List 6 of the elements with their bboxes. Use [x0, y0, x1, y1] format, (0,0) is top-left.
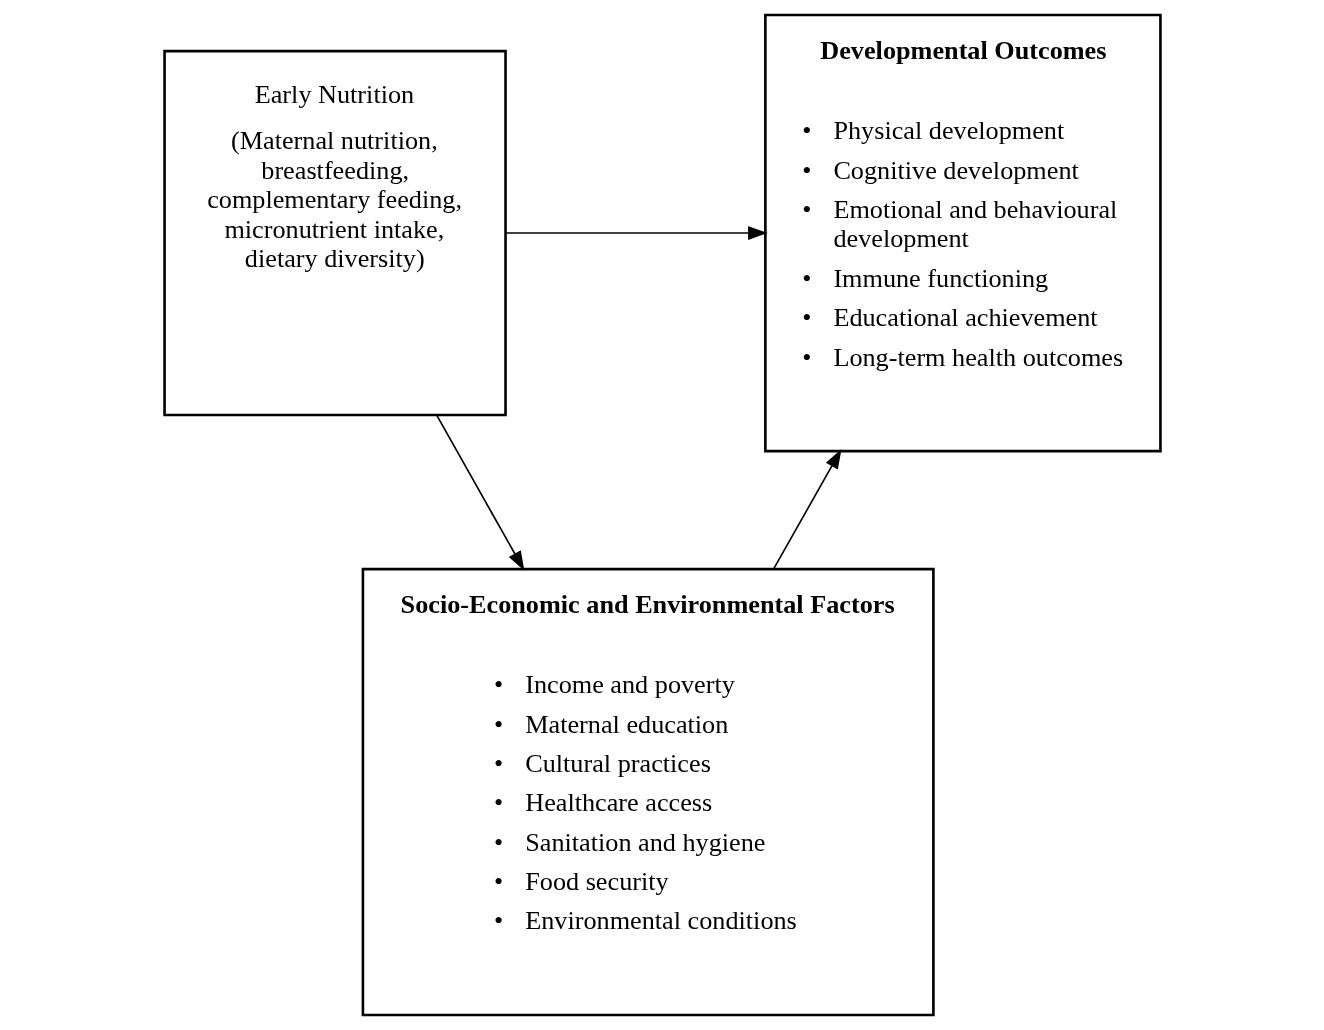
arrow	[504, 226, 768, 240]
node-box: Socio-Economic and Environmental Factors • Income and poverty • Maternal education • Cultural practices • Healthcare access • Sanitation and hygiene • Food security • Environmental conditions	[361, 567, 935, 1017]
arrow	[435, 414, 524, 571]
node-box: Developmental Outcomes • Physical development • Cognitive development • Emotional and behavioural development • Immune functioning • Educational achievement • Long-term health outcomes	[763, 13, 1162, 453]
node-box: Early Nutrition (Maternal nutrition, breastfeeding, complementary feeding, micronutrient intake, dietary diversity)	[162, 49, 507, 417]
arrow	[772, 448, 842, 570]
